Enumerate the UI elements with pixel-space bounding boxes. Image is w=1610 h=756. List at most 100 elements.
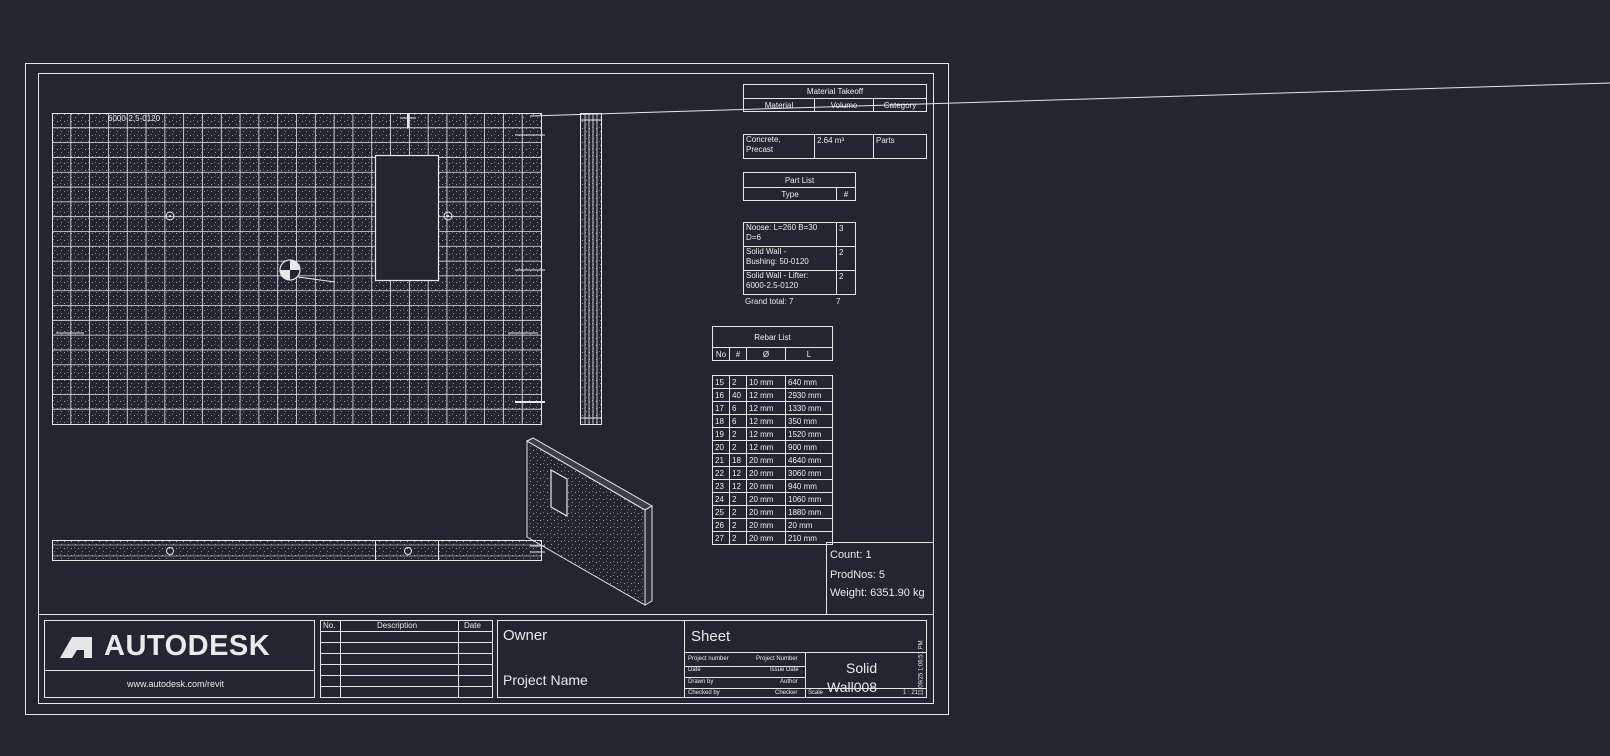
rebar-list-header: Rebar List No # Ø L bbox=[712, 326, 833, 361]
table-cell: 1330 mm bbox=[785, 401, 833, 415]
table-cell: 12 bbox=[729, 479, 747, 493]
table-cell: 1880 mm bbox=[785, 505, 833, 519]
table-cell: 40 bbox=[729, 388, 747, 402]
table-cell: 640 mm bbox=[785, 375, 833, 389]
material-takeoff-header: Material Takeoff Material Volume Categor… bbox=[743, 84, 927, 112]
lifter-tag: 6000-2.5-0120 bbox=[108, 114, 161, 123]
table-cell: 4640 mm bbox=[785, 453, 833, 467]
table-cell: 26 bbox=[712, 518, 730, 532]
field-value: Author bbox=[780, 679, 798, 685]
col-category: Category bbox=[873, 98, 927, 112]
table-cell: 12 mm bbox=[746, 440, 786, 454]
table-cell: 2 bbox=[729, 505, 747, 519]
table-cell: 2.64 m³ bbox=[814, 134, 874, 159]
field-label: Date bbox=[688, 667, 701, 673]
material-takeoff-body: Concrete,Precast 2.64 m³ Parts bbox=[743, 134, 927, 159]
col-type: Type bbox=[743, 187, 837, 201]
part-list-grand-total-count: 7 bbox=[836, 297, 841, 306]
table-cell: 20 mm bbox=[746, 518, 786, 532]
table-cell: 10 mm bbox=[746, 375, 786, 389]
field-value: Checker bbox=[775, 690, 798, 696]
field-label: Project number bbox=[688, 656, 729, 662]
rev-col-description: Description bbox=[377, 621, 418, 630]
autodesk-logo-text: AUTODESK bbox=[104, 630, 271, 662]
table-cell: 15 bbox=[712, 375, 730, 389]
table-cell: 12 mm bbox=[746, 414, 786, 428]
col-no: No bbox=[712, 347, 730, 361]
table-cell: 12 mm bbox=[746, 401, 786, 415]
col-diameter: Ø bbox=[746, 347, 786, 361]
sheet-border-inner bbox=[38, 73, 934, 704]
revision-frame bbox=[320, 620, 493, 698]
table-cell: 25 bbox=[712, 505, 730, 519]
table-cell: Concrete,Precast bbox=[743, 134, 815, 159]
rebar-list-title: Rebar List bbox=[712, 326, 833, 348]
table-cell: 3 bbox=[836, 222, 856, 247]
table-cell: 6 bbox=[729, 401, 747, 415]
field-value: Project Number bbox=[756, 656, 798, 662]
table-cell: Solid Wall - Lifter:6000-2.5-0120 bbox=[743, 270, 837, 295]
plan-view bbox=[52, 113, 545, 425]
table-cell: 20 mm bbox=[746, 492, 786, 506]
table-cell: 24 bbox=[712, 492, 730, 506]
table-cell: 12 mm bbox=[746, 427, 786, 441]
table-cell: 18 bbox=[712, 414, 730, 428]
table-cell: 20 mm bbox=[746, 453, 786, 467]
table-cell: 210 mm bbox=[785, 531, 833, 545]
logo-frame bbox=[44, 620, 315, 698]
autodesk-logo-mark bbox=[60, 637, 92, 658]
table-cell: 20 bbox=[712, 440, 730, 454]
timestamp: 11/09/25 1:06:51 PM bbox=[918, 640, 925, 696]
table-cell: 940 mm bbox=[785, 479, 833, 493]
table-cell: 17 bbox=[712, 401, 730, 415]
leader-line bbox=[529, 82, 1610, 117]
col-length: L bbox=[785, 347, 833, 361]
part-list-header: Part List Type # bbox=[743, 172, 856, 201]
table-cell: 20 mm bbox=[746, 466, 786, 480]
col-qty: # bbox=[729, 347, 747, 361]
table-cell: 12 mm bbox=[746, 388, 786, 402]
field-label: Checked by bbox=[688, 690, 720, 696]
scale-label: Scale bbox=[808, 690, 824, 696]
title-frame bbox=[497, 620, 927, 698]
side-section-view bbox=[580, 113, 602, 425]
material-takeoff-title: Material Takeoff bbox=[743, 84, 927, 99]
col-volume: Volume bbox=[814, 98, 874, 112]
table-cell: 19 bbox=[712, 427, 730, 441]
summary-prodnos: ProdNos: 5 bbox=[830, 569, 886, 581]
table-cell: 900 mm bbox=[785, 440, 833, 454]
table-cell: 2 bbox=[836, 270, 856, 295]
summary-count: Count: 1 bbox=[830, 549, 872, 561]
table-cell: 20 mm bbox=[746, 505, 786, 519]
table-cell: 12 bbox=[729, 466, 747, 480]
table-cell: 1060 mm bbox=[785, 492, 833, 506]
rev-col-no: No. bbox=[323, 621, 336, 630]
table-cell: 6 bbox=[729, 414, 747, 428]
table-cell: 2 bbox=[729, 375, 747, 389]
table-cell: 27 bbox=[712, 531, 730, 545]
table-cell: 2 bbox=[729, 440, 747, 454]
sheet-name-line1: Solid bbox=[846, 660, 878, 676]
sheet-label: Sheet bbox=[691, 628, 731, 645]
field-label: Drawn by bbox=[688, 679, 714, 685]
col-material: Material bbox=[743, 98, 815, 112]
autodesk-url: www.autodesk.com/revit bbox=[127, 679, 225, 689]
table-cell: Parts bbox=[873, 134, 927, 159]
owner-label: Owner bbox=[503, 627, 548, 644]
table-cell: 2 bbox=[729, 531, 747, 545]
project-name-label: Project Name bbox=[503, 672, 588, 688]
